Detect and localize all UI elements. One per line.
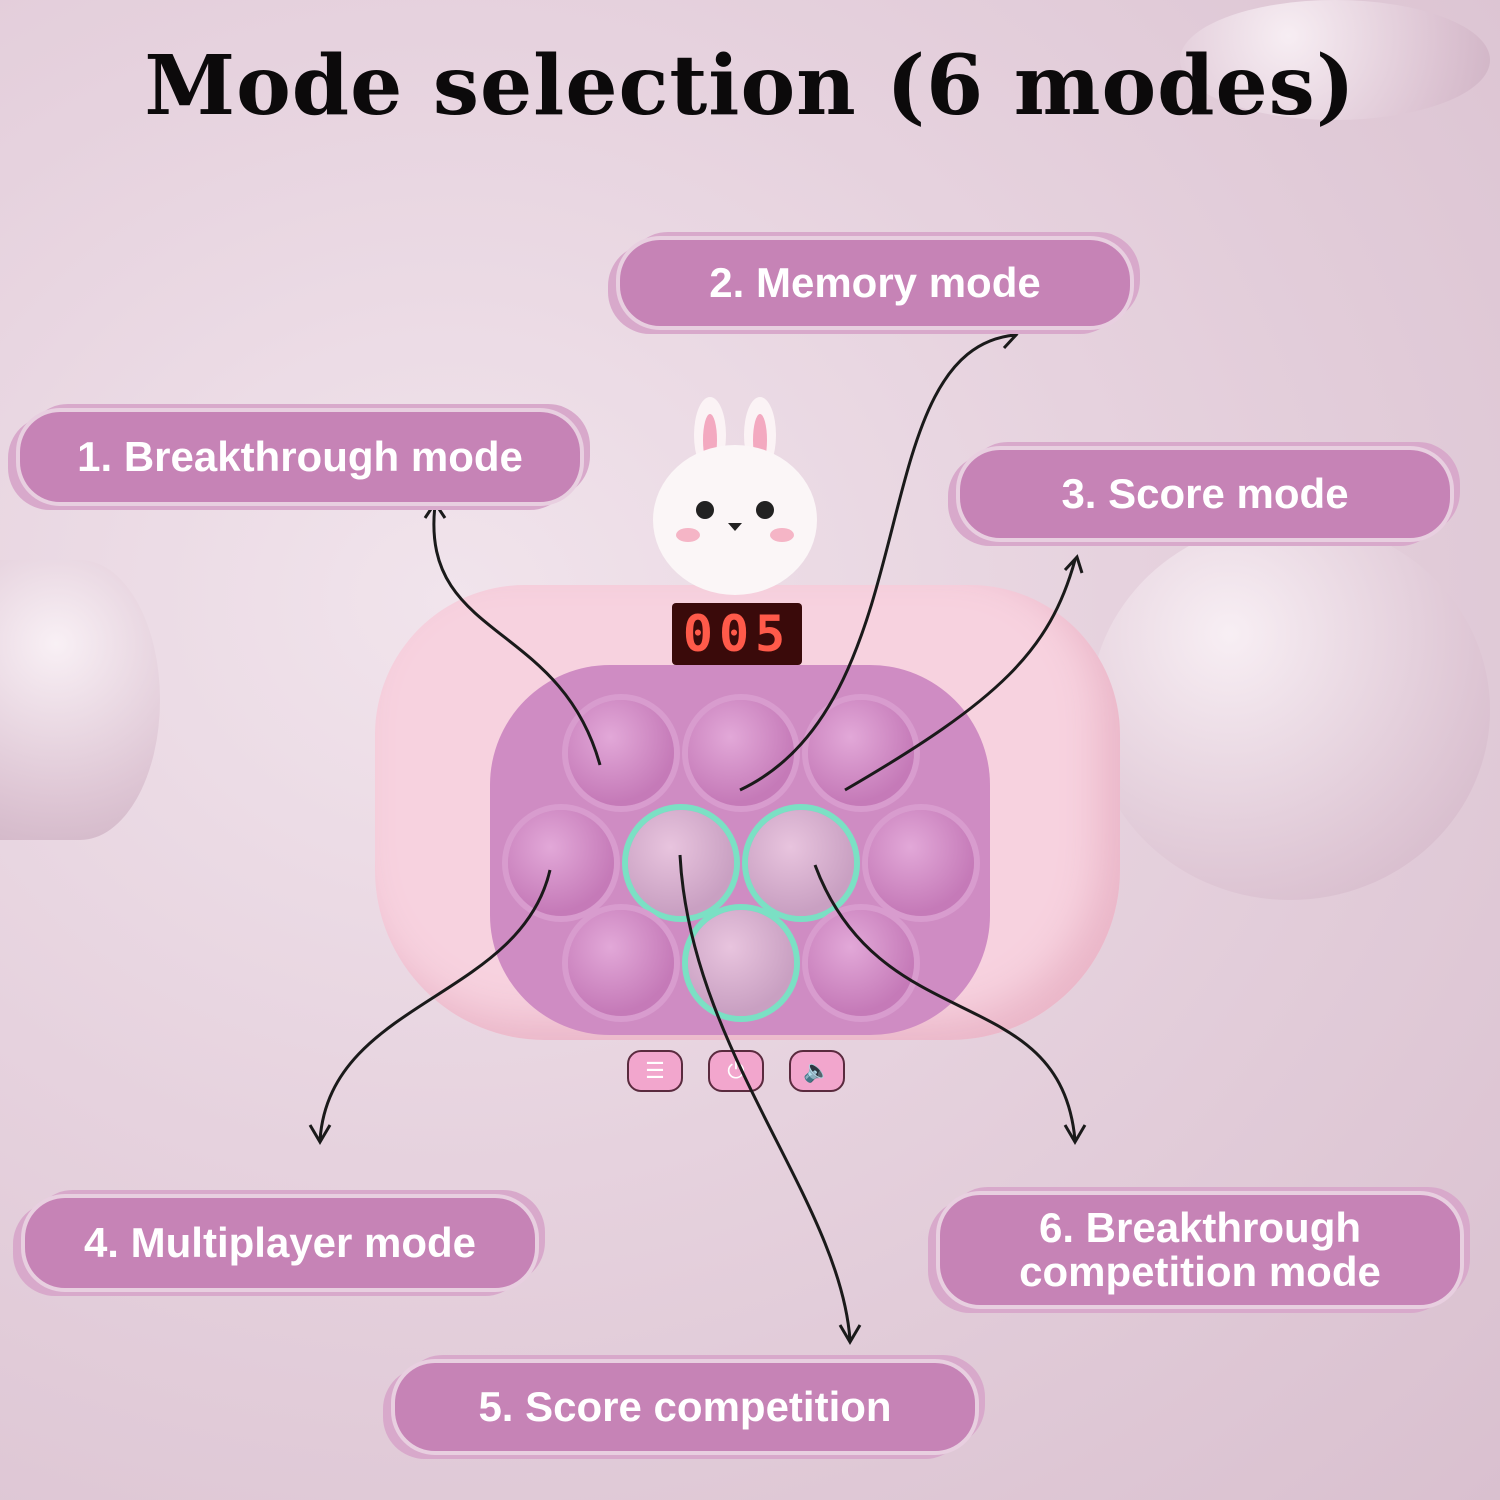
mode-label-4: 4. Multiplayer mode: [25, 1198, 535, 1288]
pop-button[interactable]: [808, 910, 914, 1016]
arrow-mode-3: [844, 554, 1084, 792]
arrow-mode-5: [678, 854, 862, 1345]
pop-button[interactable]: [568, 700, 674, 806]
bunny-head-icon: [653, 397, 817, 595]
arrow-mode-6: [813, 864, 1087, 1145]
score-display: 005: [672, 603, 802, 665]
menu-button[interactable]: ☰: [627, 1050, 683, 1092]
pop-button[interactable]: [568, 910, 674, 1016]
arrow-mode-4: [308, 869, 552, 1145]
background-bubble: [1090, 520, 1490, 900]
pop-button-lit[interactable]: [688, 910, 794, 1016]
pop-button[interactable]: [868, 810, 974, 916]
mode-label-3: 3. Score mode: [960, 450, 1450, 538]
mode-label-5: 5. Score competition: [395, 1363, 975, 1451]
arrow-mode-1: [423, 500, 602, 766]
pop-button-lit[interactable]: [748, 810, 854, 916]
mode-label-1: 1. Breakthrough mode: [20, 412, 580, 502]
background-bubble: [0, 560, 160, 840]
sound-button[interactable]: 🔈: [789, 1050, 845, 1092]
menu-icon: ☰: [645, 1058, 665, 1083]
speaker-icon: 🔈: [803, 1058, 831, 1083]
mode-label-2: 2. Memory mode: [620, 240, 1130, 326]
page-title: Mode selection (6 modes): [144, 38, 1356, 134]
pop-button[interactable]: [508, 810, 614, 916]
pop-button[interactable]: [808, 700, 914, 806]
mode-label-6: 6. Breakthrough competition mode: [940, 1195, 1460, 1305]
arrow-mode-2: [739, 326, 1019, 792]
background-bubble: [1180, 0, 1490, 120]
